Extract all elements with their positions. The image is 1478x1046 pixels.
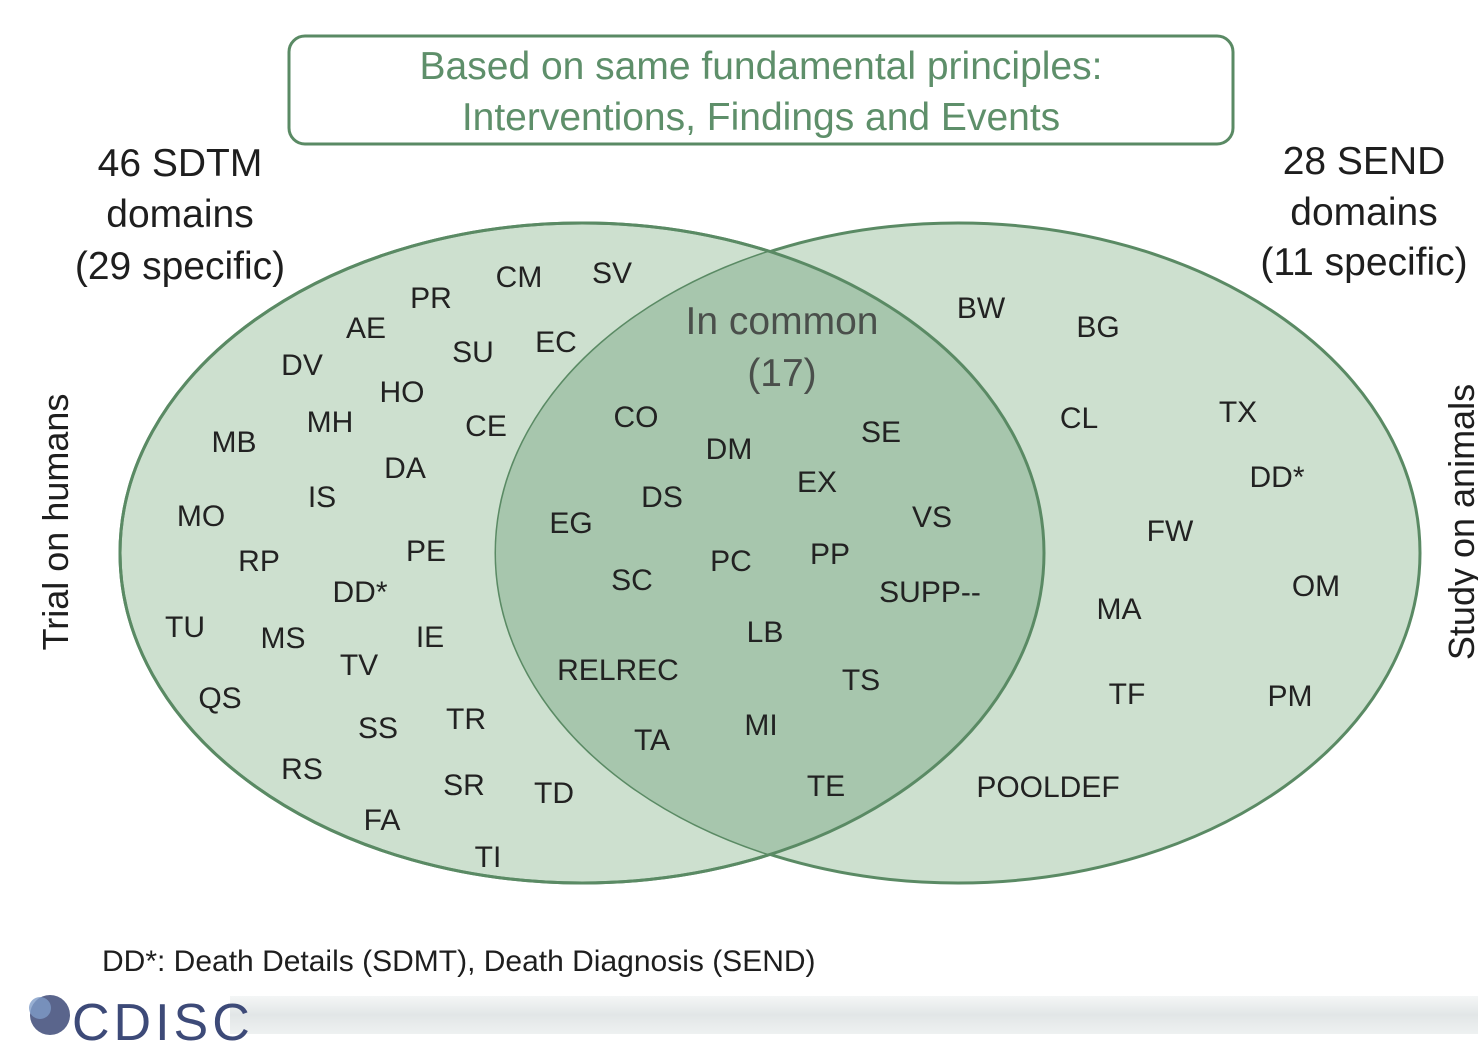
sdtm-specific-ho: HO — [380, 376, 425, 409]
send-specific-tx: TX — [1219, 396, 1257, 429]
send-header-line-2: domains — [1290, 191, 1437, 234]
cdisc-logo-text: CDISC — [72, 994, 254, 1046]
sdtm-header-line-2: domains — [106, 193, 253, 236]
sdtm-specific-is: IS — [308, 481, 336, 514]
send-specific-tf: TF — [1109, 678, 1146, 711]
common-domains-co: CO — [614, 401, 659, 434]
sdtm-specific-ti: TI — [475, 841, 502, 874]
common-domains-sc: SC — [611, 564, 653, 597]
sdtm-specific-ae: AE — [346, 312, 386, 345]
sdtm-specific-ms: MS — [261, 622, 306, 655]
send-specific-cl: CL — [1060, 402, 1098, 435]
sdtm-specific-fa: FA — [364, 804, 401, 837]
common-domains-pc: PC — [710, 545, 752, 578]
send-header-line-3: (11 specific) — [1260, 241, 1467, 284]
send-specific-bw: BW — [957, 292, 1006, 325]
sdtm-specific-mh: MH — [307, 406, 354, 439]
send-header-line-1: 28 SEND — [1283, 140, 1446, 183]
sdtm-specific-ec: EC — [535, 326, 577, 359]
send-specific-ma: MA — [1097, 593, 1142, 626]
common-domains-se: SE — [861, 416, 901, 449]
sdtm-specific-domains: PR CM SV AE SU EC DV HO MH CE MB DA IS MO PE RP DD* TU MS I… — [165, 257, 632, 874]
common-domains-supp: SUPP-- — [879, 576, 981, 609]
sdtm-specific-su: SU — [452, 336, 494, 369]
send-specific-om: OM — [1292, 570, 1340, 603]
send-specific-pm: PM — [1268, 680, 1313, 713]
sdtm-specific-ie: IE — [416, 621, 444, 654]
sdtm-specific-pr: PR — [410, 282, 452, 315]
sdtm-circle-outline — [118, 221, 1046, 885]
send-specific-dd: DD* — [1249, 461, 1304, 494]
send-specific-bg: BG — [1076, 311, 1119, 344]
sdtm-specific-td: TD — [534, 777, 574, 810]
sdtm-specific-tr: TR — [446, 703, 486, 736]
common-domains-ex: EX — [797, 466, 837, 499]
principles-box — [287, 34, 1235, 146]
trial-on-humans-label: Trial on humans — [35, 394, 76, 651]
footer-bar — [230, 996, 1478, 1034]
sdtm-specific-sr: SR — [443, 769, 485, 802]
sdtm-specific-rp: RP — [238, 545, 280, 578]
sdtm-header-line-3: (29 specific) — [75, 245, 285, 288]
common-domains-mi: MI — [744, 709, 777, 742]
overlap-region — [496, 223, 1044, 883]
common-domains-te: TE — [807, 770, 845, 803]
common-domains-ts: TS — [842, 664, 880, 697]
send-specific-domains: BW BG CL TX DD* FW OM MA TF PM POOLDEF — [957, 292, 1340, 804]
sdtm-specific-rs: RS — [281, 753, 323, 786]
send-specific-pooldef: POOLDEF — [976, 771, 1119, 804]
common-domains-relrec: RELREC — [557, 654, 679, 687]
sdtm-header-line-1: 46 SDTM — [98, 142, 263, 185]
in-common-count: (17) — [747, 352, 816, 395]
sdtm-specific-da: DA — [384, 452, 426, 485]
study-on-animals-label: Study on animals — [1441, 384, 1478, 660]
common-domains-ta: TA — [634, 724, 670, 757]
sdtm-specific-tv: TV — [340, 649, 378, 682]
send-specific-fw: FW — [1147, 515, 1194, 548]
common-domains: CO DM SE EX DS EG VS PC PP SC SUPP-- LB RELREC TS MI TA… — [549, 401, 981, 803]
sdtm-specific-cm: CM — [496, 261, 543, 294]
in-common-label: In common — [686, 300, 879, 343]
common-domains-vs: VS — [912, 501, 952, 534]
sdtm-specific-mo: MO — [177, 500, 225, 533]
principles-line-2: Interventions, Findings and Events — [462, 96, 1060, 139]
sdtm-specific-sv: SV — [592, 257, 632, 290]
cdisc-logo: CDISC — [29, 994, 254, 1046]
sdtm-specific-qs: QS — [198, 682, 241, 715]
sdtm-specific-pe: PE — [406, 535, 446, 568]
sdtm-specific-tu: TU — [165, 611, 205, 644]
common-domains-lb: LB — [747, 616, 784, 649]
common-domains-eg: EG — [549, 507, 592, 540]
sdtm-specific-ss: SS — [358, 712, 398, 745]
sdtm-specific-dv: DV — [281, 349, 323, 382]
sdtm-specific-dd: DD* — [332, 576, 387, 609]
common-domains-pp: PP — [810, 538, 850, 571]
common-domains-ds: DS — [641, 481, 683, 514]
sdtm-specific-mb: MB — [212, 426, 257, 459]
principles-line-1: Based on same fundamental principles: — [420, 45, 1103, 88]
footnote: DD*: Death Details (SDMT), Death Diagnos… — [102, 945, 816, 978]
sdtm-specific-ce: CE — [465, 410, 507, 443]
common-domains-dm: DM — [706, 433, 753, 466]
